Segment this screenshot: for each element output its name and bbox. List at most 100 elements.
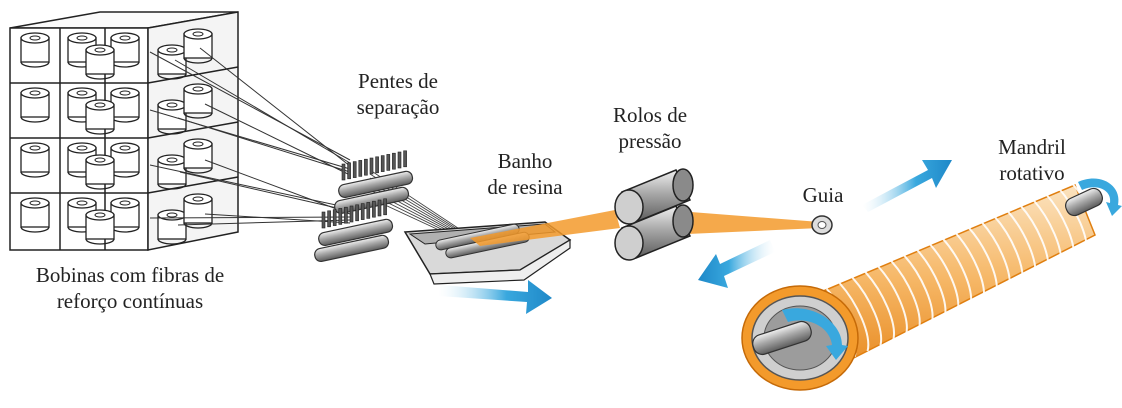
fiber-strand [174, 59, 351, 164]
mandrel-label: Mandril rotativo [972, 134, 1092, 186]
comb-bar [318, 218, 394, 247]
curved-arrow-icon [782, 178, 1122, 360]
comb-tooth [369, 157, 374, 175]
spool-icon [183, 193, 213, 229]
winding-loop [1057, 186, 1088, 256]
arrow-right-icon [862, 160, 952, 212]
winding-loop [890, 259, 921, 329]
winding-loop [864, 271, 895, 341]
comb-tooth [372, 200, 376, 218]
guide-label: Guia [788, 182, 858, 208]
comb-tooth [392, 152, 396, 170]
winding-loop [1005, 209, 1037, 279]
rollers-label: Rolos de pressão [595, 102, 705, 154]
comb-tooth [383, 198, 387, 216]
winding-loop [1018, 203, 1050, 273]
comb-tooth [355, 204, 359, 222]
fiber-strand [149, 216, 351, 219]
comb-tooth [332, 209, 337, 226]
arrow-right-icon [438, 280, 552, 314]
comb-tooth [364, 158, 368, 176]
spool-icon [110, 87, 140, 123]
comb-tooth [397, 151, 402, 169]
pressure-rollers [614, 168, 694, 261]
fiber-windings [800, 181, 1101, 369]
comb-tooth [377, 199, 382, 217]
spool-icon [157, 44, 187, 80]
comb-tooth [341, 163, 346, 181]
winding-loop [967, 226, 998, 296]
fiber-band [470, 210, 820, 246]
rollers-label-line2: pressão [618, 129, 682, 153]
spool-icon [20, 32, 50, 68]
spool-icon [183, 28, 213, 64]
spool-icon [183, 83, 213, 119]
spool-icon [85, 99, 115, 135]
mandrel-label-line2: rotativo [999, 161, 1065, 185]
comb-tooth [403, 150, 407, 168]
comb-tooth [321, 211, 326, 229]
spool-icon [157, 209, 187, 245]
spool-icon [85, 44, 115, 80]
comb-bar [338, 170, 414, 199]
resin-bath-label-line1: Banho [497, 149, 553, 173]
comb-tooth [338, 208, 343, 225]
comb-tooth [352, 161, 357, 178]
rotating-mandrel [741, 181, 1103, 391]
spool-rack [9, 11, 239, 251]
spool-icon [110, 32, 140, 68]
spool-icon [85, 209, 115, 245]
spools-label-line1: Bobinas com fibras de [35, 263, 225, 287]
separation-combs [314, 150, 414, 263]
winding-loop [993, 215, 1024, 284]
comb-tooth [360, 203, 365, 220]
winding-loop [838, 282, 870, 352]
rollers-label-line1: Rolos de [612, 103, 688, 127]
combs-label-line1: Pentes de [358, 69, 438, 93]
spool-icon [20, 87, 50, 123]
spools-label: Bobinas com fibras de reforço contínuas [8, 262, 252, 314]
spools-label-line2: reforço contínuas [56, 289, 204, 313]
resin-bath-label: Banho de resina [470, 148, 580, 200]
fiber-strand [149, 51, 351, 161]
fiber-strand [179, 171, 351, 212]
winding-loop [1070, 181, 1101, 251]
spool-icon [20, 197, 50, 233]
comb-tooth [366, 202, 371, 219]
fiber-strand [149, 164, 351, 209]
comb-lower [314, 198, 394, 263]
winding-loop [915, 248, 947, 318]
comb-tooth [349, 205, 354, 223]
guide-label-text: Guia [802, 183, 844, 207]
comb-tooth [386, 154, 391, 171]
comb-tooth [358, 160, 363, 177]
winding-loop [1031, 198, 1063, 268]
comb-tooth [380, 155, 385, 172]
comb-bar [314, 234, 390, 263]
spool-icon [85, 154, 115, 190]
winding-loop [980, 220, 1011, 290]
winding-loop [903, 254, 934, 324]
spool-group [20, 28, 213, 245]
winding-loop [928, 243, 960, 313]
fiber-strand [177, 117, 351, 173]
spool-icon [110, 197, 140, 233]
fiber-strand [204, 103, 351, 176]
fiber-strand [199, 47, 351, 167]
comb-tooth [327, 210, 331, 228]
winding-loop [877, 265, 908, 335]
spool-icon [183, 138, 213, 174]
winding-loop [941, 237, 973, 307]
guide-ring [811, 215, 833, 235]
comb-tooth [344, 206, 348, 224]
spool-icon [110, 142, 140, 178]
combs-label: Pentes de separação [338, 68, 458, 120]
resin-bath-label-line2: de resina [487, 175, 563, 199]
comb-tooth [375, 156, 379, 174]
winding-loop [851, 276, 883, 346]
mandrel-label-line1: Mandril [998, 135, 1066, 159]
fiber-strand [204, 159, 351, 215]
combs-label-line2: separação [356, 95, 440, 119]
arrow-left-icon [698, 240, 775, 288]
